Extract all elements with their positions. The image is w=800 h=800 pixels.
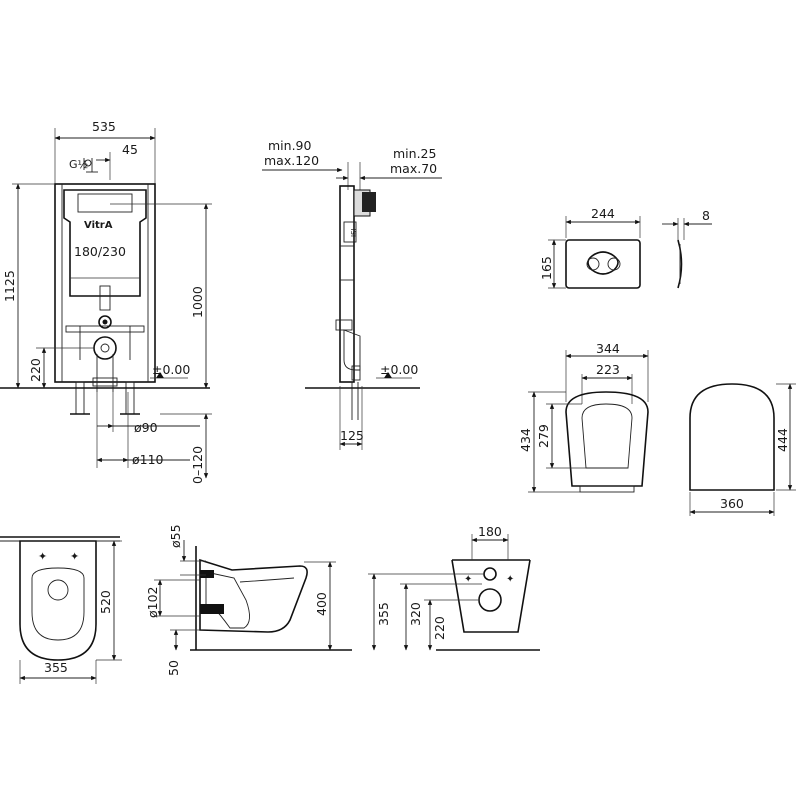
pan-height-label: 400 <box>314 592 329 616</box>
plate-thickness-label: 8 <box>702 208 710 223</box>
frame-front-view: 535 45 G½ VitrA 180/230 <box>0 119 212 484</box>
cistern-volume-label: 180/230 <box>74 244 126 259</box>
pan-side-outline <box>199 558 308 633</box>
cover-width-label: 360 <box>720 496 744 511</box>
seat-outer-width-label: 344 <box>596 341 620 356</box>
max70-label: max.70 <box>390 161 437 176</box>
seat-view: 344 223 434 279 444 360 <box>518 341 796 516</box>
inlet-hole-icon <box>483 567 497 581</box>
fixing-point-icon: ✦ <box>506 574 514 585</box>
frame-outline <box>54 183 156 383</box>
seat-inner-length-label: 279 <box>536 424 551 448</box>
pan-side-view: ø55 ø102 400 50 <box>145 524 352 676</box>
pipe-connection-icon <box>98 315 112 329</box>
min25-label: min.25 <box>393 146 436 161</box>
inner-height-label: 1000 <box>190 286 205 318</box>
pan-back-view: ✦ ✦ 180 355 320 220 <box>368 524 540 651</box>
outlet-diameter-label: ø102 <box>145 586 160 618</box>
seat-inner-outline <box>581 403 633 469</box>
pipe-110-label: ø110 <box>132 452 164 467</box>
side-depth-label: 125 <box>340 428 364 443</box>
height-355-label: 355 <box>376 602 391 626</box>
pipe-90-label: ø90 <box>134 420 158 435</box>
pan-back-outline <box>451 559 531 633</box>
plate-side-profile <box>677 239 683 289</box>
fixing-point-icon: ✦ <box>464 574 472 585</box>
frame-side-view: min.90 max.120 min.25 max.70 ISI ±0.00 1… <box>262 138 442 450</box>
fixing-point-icon: ✦ <box>38 550 47 563</box>
level-label: ±0.00 <box>152 362 190 377</box>
fixing-point-icon: ✦ <box>70 550 79 563</box>
plate-width-label: 244 <box>591 206 615 221</box>
min90-label: min.90 <box>268 138 311 153</box>
pan-width-label: 355 <box>44 660 68 675</box>
side-frame-profile <box>339 185 355 383</box>
frame-width-label: 535 <box>92 119 116 134</box>
cistern-outline <box>63 189 147 297</box>
height-220-label: 220 <box>432 616 447 640</box>
base-offset-label: 50 <box>166 660 181 676</box>
flush-button-icon <box>586 251 621 275</box>
inlet-diameter-label: ø55 <box>168 524 183 548</box>
cover-length-label: 444 <box>775 428 790 452</box>
flush-opening <box>77 193 133 213</box>
depth-range-label: 0–120 <box>190 446 205 484</box>
frame-offset-label: 45 <box>122 142 138 157</box>
height-320-label: 320 <box>408 602 423 626</box>
max120-label: max.120 <box>264 153 319 168</box>
svg-text:ISI: ISI <box>350 228 358 237</box>
brand-logo: VitrA <box>84 220 113 231</box>
flush-plate-outline <box>565 239 641 289</box>
side-level-label: ±0.00 <box>380 362 418 377</box>
total-height-label: 1125 <box>2 270 17 302</box>
seat-cover-outline <box>689 383 775 491</box>
hole-spacing-label: 180 <box>478 524 502 539</box>
plate-height-label: 165 <box>539 256 554 280</box>
water-valve-icon: G½ <box>69 158 98 173</box>
flush-plate-view: 244 165 8 <box>539 206 712 289</box>
floor-offset-label: 220 <box>28 358 43 382</box>
seat-outer-outline <box>565 391 649 487</box>
svg-text:G½: G½ <box>69 158 88 171</box>
pan-bowl-outline <box>31 567 85 641</box>
pan-top-view: ✦ ✦ 520 355 <box>0 536 122 684</box>
outlet-hole-icon <box>478 588 502 612</box>
seat-outer-length-label: 434 <box>518 428 533 452</box>
seat-inner-width-label: 223 <box>596 362 620 377</box>
pan-top-outline <box>19 540 97 661</box>
pan-length-label: 520 <box>98 590 113 614</box>
